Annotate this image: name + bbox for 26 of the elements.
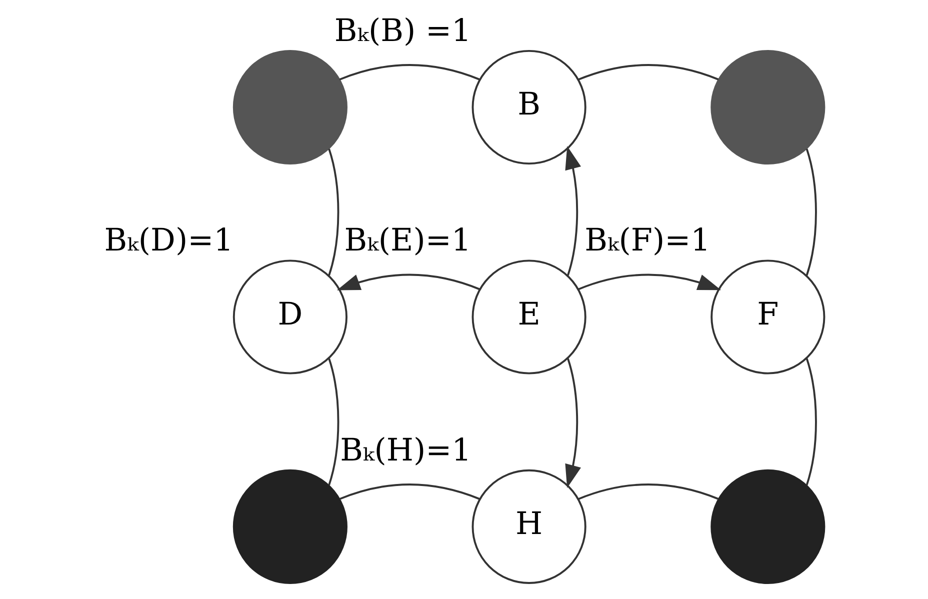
- connector: [339, 64, 480, 80]
- arrow: [578, 274, 722, 290]
- connector: [328, 358, 340, 486]
- node-circle: [232, 50, 348, 165]
- node-circle: B: [472, 50, 586, 165]
- node-label: Bₖ(F)=1: [584, 222, 710, 259]
- node-circle: F: [710, 260, 826, 374]
- node-circle: D: [232, 260, 348, 374]
- node-label: Bₖ(H)=1: [340, 432, 472, 468]
- node-label: Bₖ(B) =1: [334, 12, 472, 49]
- connector: [806, 148, 817, 276]
- node-circle: E: [472, 260, 586, 374]
- node-label: Bₖ(E)=1: [344, 222, 472, 259]
- node-label: Bₖ(D)=1: [104, 222, 234, 259]
- node-circle: [710, 469, 826, 584]
- connector: [578, 484, 719, 500]
- arrow: [565, 146, 581, 276]
- node-circle: H: [472, 469, 586, 584]
- connector: [328, 148, 340, 276]
- connector: [578, 64, 719, 80]
- arrow: [336, 274, 480, 290]
- node-circle: [232, 469, 348, 584]
- arrow: [565, 358, 581, 488]
- connector: [806, 358, 817, 486]
- connector: [339, 484, 480, 500]
- node-circle: [710, 50, 826, 165]
